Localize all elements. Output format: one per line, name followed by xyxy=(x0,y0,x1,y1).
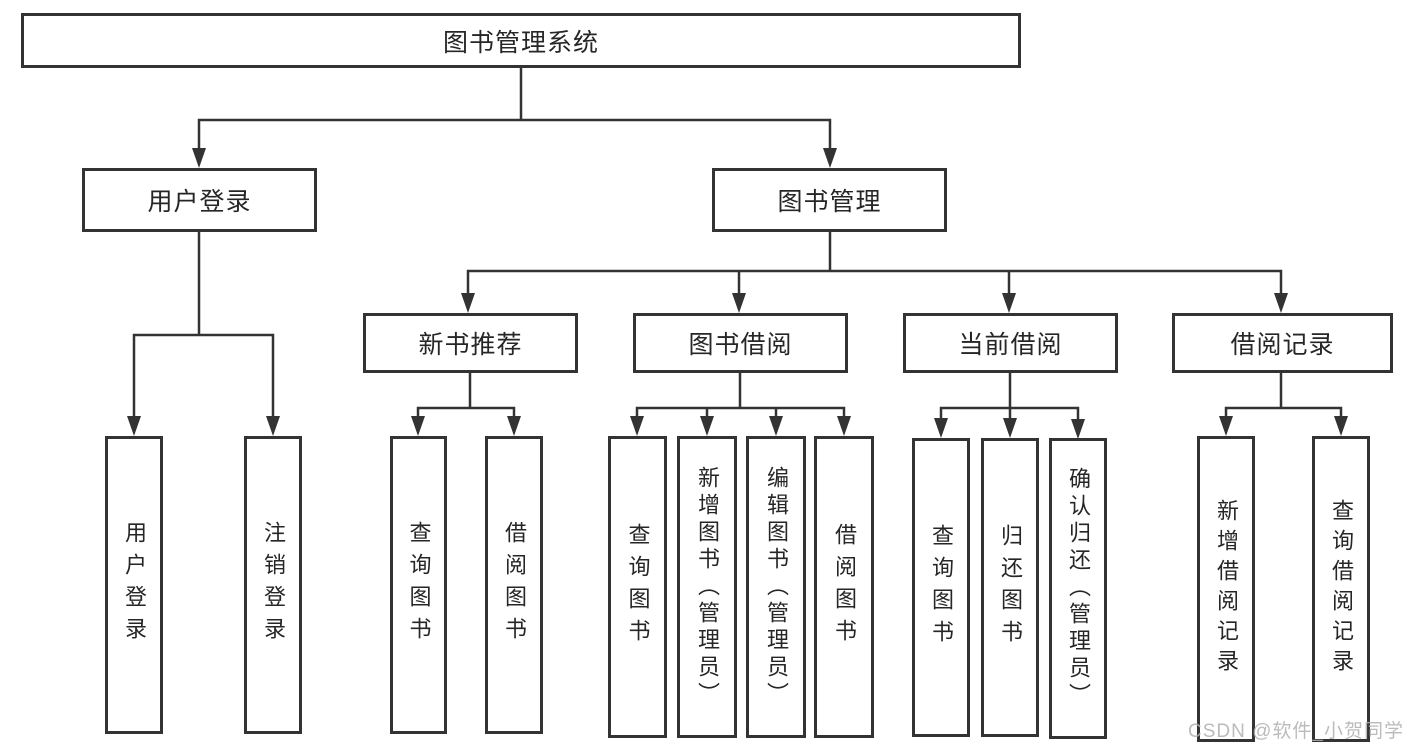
leaf-current-query-books: 查询图书 xyxy=(912,438,970,737)
leaf-borrow-borrow-books: 借阅图书 xyxy=(814,436,874,738)
connector-userlogin-to-leaves xyxy=(132,232,275,418)
leaf-user-login: 用户登录 xyxy=(105,436,163,734)
arrow-icon xyxy=(266,416,280,436)
arrow-icon xyxy=(127,416,141,436)
leaf-current-confirm-return-admin: 确认归还（管理员） xyxy=(1049,438,1107,739)
csdn-watermark: CSDN @软件_小贺同学 xyxy=(1188,721,1404,742)
node-borrow-records: 借阅记录 xyxy=(1172,313,1393,373)
connector-bookborrow-to-leaves xyxy=(635,373,846,420)
leaf-current-return-books: 归还图书 xyxy=(981,438,1039,737)
arrow-icon xyxy=(1274,293,1288,313)
arrow-icon xyxy=(507,416,521,436)
arrow-icon xyxy=(934,418,948,438)
node-current-borrow: 当前借阅 xyxy=(903,313,1118,373)
arrow-icon xyxy=(700,416,714,436)
arrow-icon xyxy=(1002,293,1016,313)
arrow-icon xyxy=(769,416,783,436)
connector-bookmgmt-to-level3 xyxy=(466,232,1283,296)
arrow-icon xyxy=(1334,416,1348,436)
node-new-book-recommend: 新书推荐 xyxy=(363,313,578,373)
connector-records-to-leaves xyxy=(1224,373,1343,420)
connector-currentborrow-to-leaves xyxy=(939,373,1080,422)
arrow-icon xyxy=(411,416,425,436)
leaf-newrec-query-books: 查询图书 xyxy=(390,436,447,734)
connector-root-to-level2 xyxy=(197,68,832,150)
arrow-icon xyxy=(823,148,837,168)
node-user-login: 用户登录 xyxy=(82,168,317,232)
arrow-icon xyxy=(837,416,851,436)
leaf-borrow-edit-books-admin: 编辑图书（管理员） xyxy=(746,436,806,738)
leaf-borrow-query-books: 查询图书 xyxy=(608,436,667,738)
leaf-records-add-record: 新增借阅记录 xyxy=(1197,436,1255,742)
arrow-icon xyxy=(630,416,644,436)
arrowheads xyxy=(127,148,1348,439)
arrow-icon xyxy=(461,293,475,313)
node-book-borrow: 图书借阅 xyxy=(633,313,848,373)
arrow-icon xyxy=(732,293,746,313)
leaf-records-query-record: 查询借阅记录 xyxy=(1312,436,1370,742)
node-book-management: 图书管理 xyxy=(712,168,947,232)
leaf-newrec-borrow-books: 借阅图书 xyxy=(485,436,543,734)
arrow-icon xyxy=(192,148,206,168)
node-root: 图书管理系统 xyxy=(21,13,1021,68)
leaf-logout: 注销登录 xyxy=(244,436,302,734)
arrow-icon xyxy=(1003,418,1017,438)
arrow-icon xyxy=(1219,416,1233,436)
connector-newrec-to-leaves xyxy=(416,373,516,420)
leaf-borrow-add-books-admin: 新增图书（管理员） xyxy=(677,436,737,738)
arrow-icon xyxy=(1071,419,1085,439)
